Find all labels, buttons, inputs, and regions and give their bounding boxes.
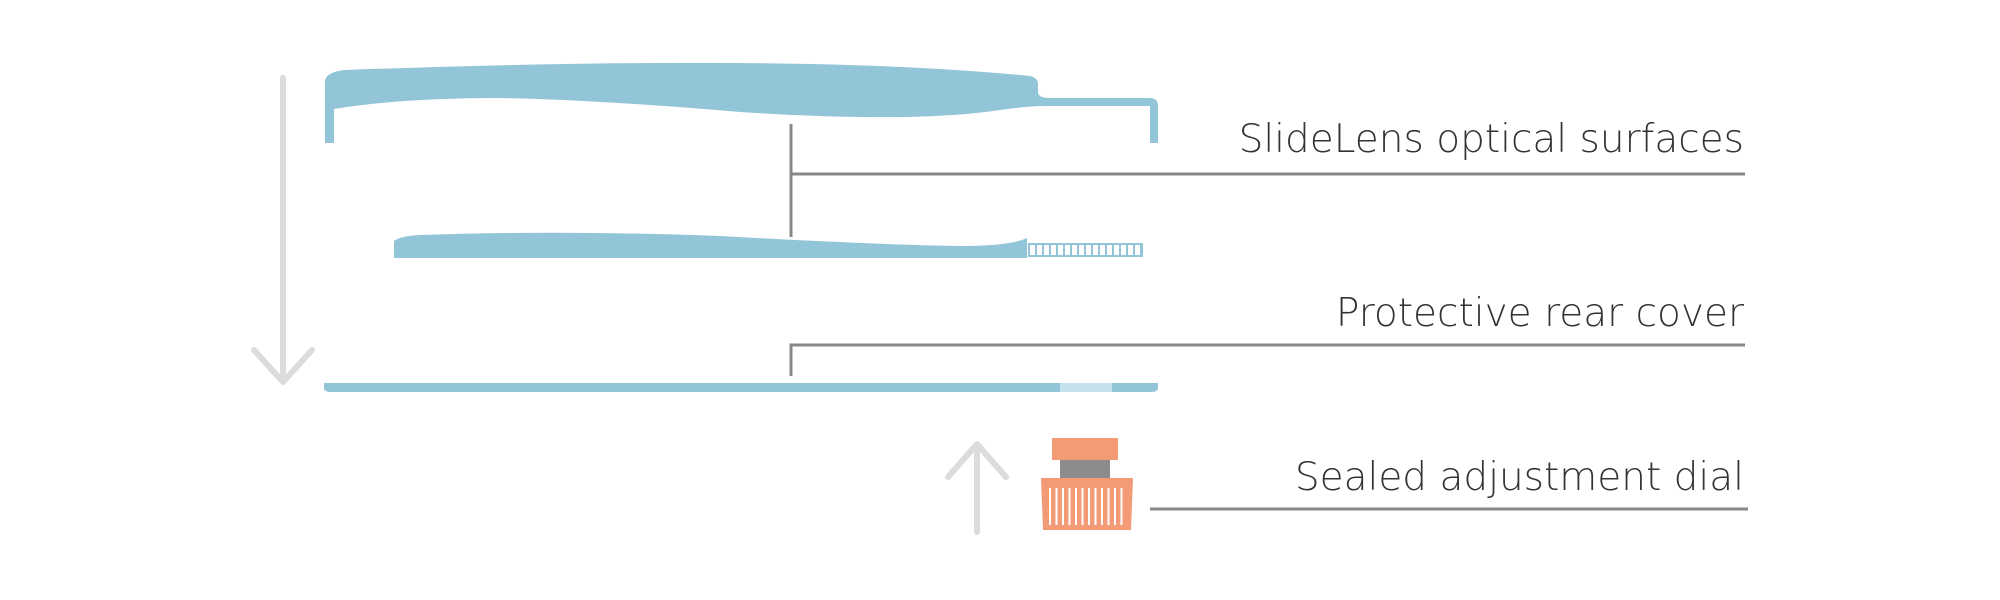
label-adjustment-dial: Sealed adjustment dial (1294, 455, 1744, 500)
down-arrow-icon (251, 75, 315, 385)
top-lens-part (325, 62, 1158, 144)
middle-lens-part (394, 232, 1143, 258)
label-rear-cover: Protective rear cover (1335, 291, 1744, 336)
up-arrow-icon (945, 441, 1009, 535)
adjustment-dial-part (1041, 438, 1133, 530)
leader-rear-cover (789, 343, 1745, 376)
leader-lines (789, 124, 1748, 511)
leader-optical-surfaces (789, 124, 1745, 237)
label-optical-surfaces: SlideLens optical surfaces (1238, 117, 1744, 162)
rear-cover-part (324, 383, 1158, 392)
